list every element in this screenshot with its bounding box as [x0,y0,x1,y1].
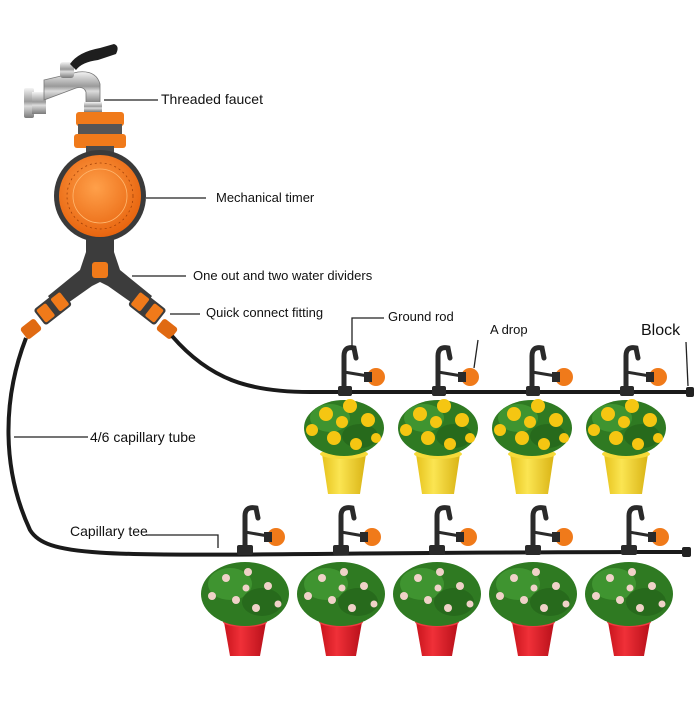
pot-icon [512,622,554,656]
lower-plant-5 [585,562,673,656]
emitter-icon [333,505,381,555]
emitter-icon [432,345,479,396]
lower-row [201,505,673,656]
faucet-icon [24,44,118,118]
block-label: Block [641,322,681,339]
quick-connect-label: Quick connect fitting [206,305,324,320]
pot-icon [224,622,266,656]
pot-icon [510,454,554,494]
emitter-icon [620,345,667,396]
timer-label: Mechanical timer [216,190,315,205]
lower-plant-4 [489,562,577,656]
pot-icon [322,454,366,494]
plant-icon [201,562,289,626]
upper-plant-2 [398,399,478,494]
splitter-icon [20,252,178,339]
plant-icon [297,562,385,626]
upper-plant-4 [586,399,666,494]
emitter-icon [338,345,385,396]
emitter-icon [237,505,285,555]
emitter-icon [526,345,573,396]
ground-rod-label: Ground rod [388,309,454,324]
plant-icon [398,399,478,456]
pot-icon [416,622,458,656]
pot-icon [320,622,362,656]
plant-icon [489,562,577,626]
upper-plant-1 [304,399,384,494]
capillary-tee-label: Capillary tee [70,523,148,539]
upper-capillary-tube [170,334,692,394]
emitter-icon [621,505,669,555]
faucet-label: Threaded faucet [161,91,263,107]
lower-plant-1 [201,562,289,656]
ground-rod-leader-line [351,317,384,348]
timer-icon [54,112,146,254]
divider-label: One out and two water dividers [193,268,373,283]
plant-icon [492,399,572,456]
plant-icon [585,562,673,626]
lower-capillary-tube [6,337,691,557]
drop-label: A drop [490,322,528,337]
plant-icon [304,399,384,456]
pot-icon [608,622,650,656]
upper-row [304,345,667,494]
pot-icon [416,454,460,494]
capillary-tee-leader-line [146,534,219,548]
lower-end-cap [682,547,691,557]
plant-icon [393,562,481,626]
capillary-tube-label: 4/6 capillary tube [90,429,196,445]
drop-leader-line [473,339,479,369]
block-leader-line [685,341,689,387]
plant-icon [586,399,666,456]
emitter-icon [525,505,573,555]
lower-plant-3 [393,562,481,656]
lower-plant-2 [297,562,385,656]
pot-icon [604,454,648,494]
emitter-icon [429,505,477,555]
block-end-cap [686,387,694,397]
upper-plant-3 [492,399,572,494]
